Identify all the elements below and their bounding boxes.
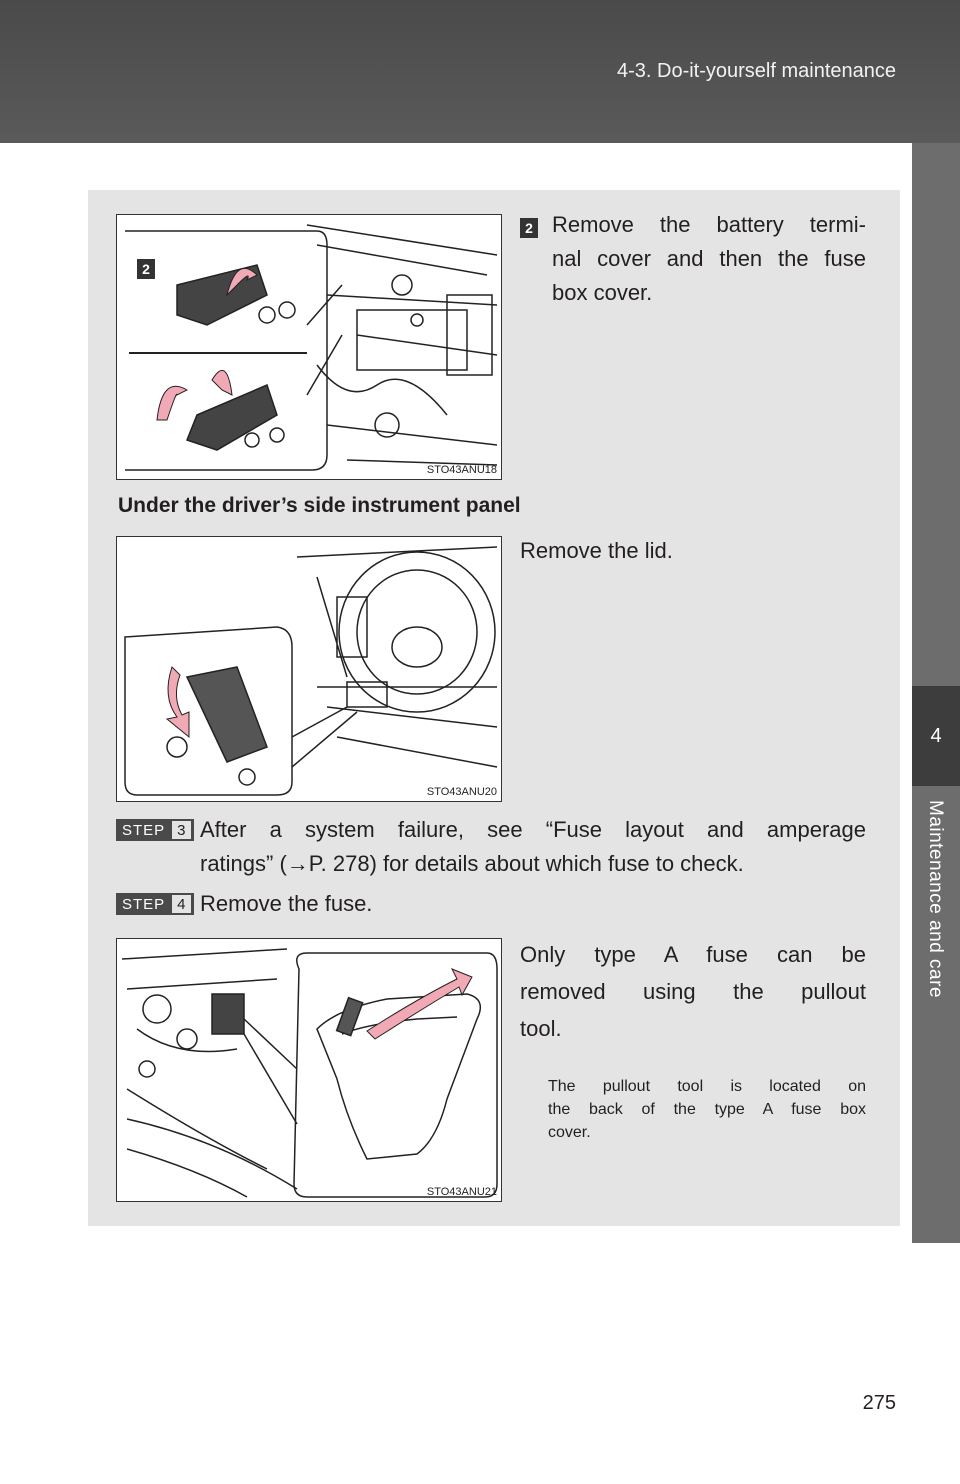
- header-title: 4-3. Do-it-yourself maintenance: [616, 60, 896, 82]
- type-a-text-line: Only type A fuse can be: [520, 942, 866, 967]
- figure-pullout-tool: STO43ANU21: [116, 938, 502, 1202]
- pullout-tool-illustration: [121, 948, 498, 1198]
- figure-code: STO43ANU18: [426, 464, 497, 476]
- step-3-text-line: After a system failure, see “Fuse layout…: [200, 817, 866, 842]
- figure-code: STO43ANU20: [426, 786, 497, 798]
- step-4-text: Remove the fuse.: [200, 891, 373, 916]
- note-line: The pullout tool is located on: [548, 1078, 866, 1095]
- step-text-line: box cover.: [552, 280, 653, 305]
- instrument-panel-illustration: [124, 546, 498, 796]
- step-label: STEP: [122, 895, 166, 913]
- type-a-text-line: tool.: [520, 1016, 562, 1041]
- step-marker: 2: [520, 218, 538, 238]
- figure-step-marker: 2: [137, 259, 155, 279]
- step-label: STEP: [122, 821, 166, 839]
- remove-lid-text: Remove the lid.: [520, 538, 673, 563]
- chapter-label: Maintenance and care: [925, 800, 946, 999]
- step-text-line: nal cover and then the fuse: [552, 246, 866, 271]
- step-text-line: Remove the battery termi-: [552, 212, 866, 237]
- page-header-band: [0, 0, 960, 143]
- chapter-number: 4: [912, 686, 960, 786]
- type-a-text-line: removed using the pullout: [520, 979, 866, 1004]
- step-3-badge: STEP 3: [116, 819, 194, 841]
- figure-code: STO43ANU21: [426, 1186, 497, 1198]
- section-heading: Under the driver’s side instrument panel: [118, 494, 521, 517]
- page-number: 275: [862, 1392, 896, 1414]
- figure-instrument-panel: STO43ANU20: [116, 536, 502, 802]
- note-line: cover.: [548, 1124, 591, 1141]
- battery-cover-illustration: [125, 224, 498, 471]
- step-3-text-line: ratings” (→P. 278) for details about whi…: [200, 851, 744, 876]
- step-number: 4: [170, 894, 192, 914]
- note-line: the back of the type A fuse box: [548, 1101, 866, 1118]
- step-4-badge: STEP 4: [116, 893, 194, 915]
- step-number: 3: [170, 820, 192, 840]
- figure-battery-cover: 2 STO43ANU18: [116, 214, 502, 480]
